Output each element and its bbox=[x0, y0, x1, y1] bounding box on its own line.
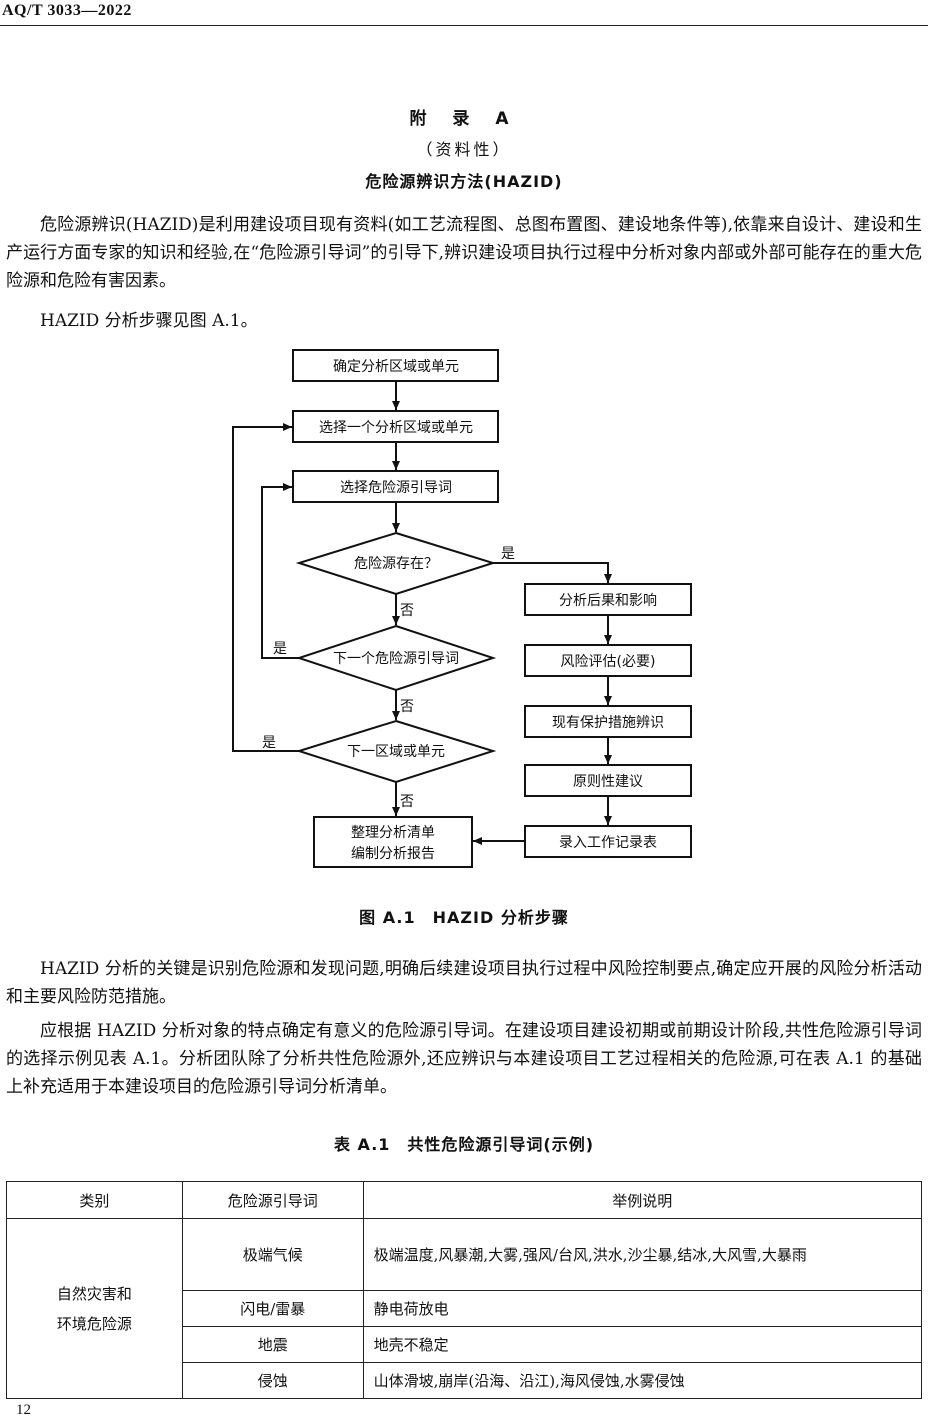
flow-no-next-area: 否 bbox=[400, 794, 414, 810]
flow-select-area-label: 选择一个分析区域或单元 bbox=[319, 420, 473, 436]
table-row: 侵蚀 山体滑坡,崩岸(沿海、沿江),海风侵蚀,水雾侵蚀 bbox=[7, 1362, 923, 1399]
figure-caption: 图 A.1 HAZID 分析步骤 bbox=[359, 908, 569, 927]
example-cell: 山体滑坡,崩岸(沿海、沿江),海风侵蚀,水雾侵蚀 bbox=[362, 1362, 923, 1399]
category-cell: 自然灾害和 环境危险源 bbox=[6, 1218, 183, 1399]
flow-no-next-word: 否 bbox=[400, 699, 414, 715]
paragraph-guide-words: 应根据 HAZID 分析对象的特点确定有意义的危险源引导词。在建设项目建设初期或… bbox=[6, 1021, 922, 1097]
flow-yes-next-area: 是 bbox=[262, 735, 276, 751]
flow-define-label: 确定分析区域或单元 bbox=[333, 359, 459, 375]
example-cell: 极端温度,风暴潮,大雾,强风/台风,洪水,沙尘暴,结冰,大风雪,大暴雨 bbox=[362, 1218, 923, 1291]
flow-no-exists: 否 bbox=[400, 603, 414, 619]
flow-advice-label: 原则性建议 bbox=[573, 774, 643, 790]
category-line1: 自然灾害和 bbox=[56, 1284, 132, 1303]
category-line2: 环境危险源 bbox=[56, 1314, 132, 1333]
flow-exists-label: 危险源存在？ bbox=[354, 556, 438, 572]
box-report bbox=[313, 816, 473, 868]
guide-word-cell: 侵蚀 bbox=[181, 1362, 364, 1399]
flow-next-word-label: 下一个危险源引导词 bbox=[333, 651, 459, 667]
table-row: 自然灾害和 环境危险源 极端气候 极端温度,风暴潮,大雾,强风/台风,洪水,沙尘… bbox=[6, 1218, 923, 1399]
appendix-name: 危险源辨识方法(HAZID) bbox=[365, 172, 563, 191]
guide-word-cell: 地震 bbox=[181, 1326, 364, 1363]
flow-record-label: 录入工作记录表 bbox=[559, 835, 657, 851]
guide-word-cell: 极端气候 bbox=[181, 1218, 364, 1291]
hazid-flowchart: 确定分析区域或单元 选择一个分析区域或单元 选择危险源引导词 危险源存在？ 下一… bbox=[232, 349, 692, 868]
header-rule bbox=[0, 25, 928, 26]
flow-report-line1: 整理分析清单 bbox=[351, 825, 435, 841]
paragraph-key-points: HAZID 分析的关键是识别危险源和发现问题,明确后续建设项目执行过程中风险控制… bbox=[6, 959, 922, 1007]
paragraph-steps-ref: HAZID 分析步骤见图 A.1。 bbox=[40, 311, 258, 331]
standard-code: AQ/T 3033—2022 bbox=[2, 2, 132, 19]
table-header-row: 类别 危险源引导词 举例说明 bbox=[6, 1181, 923, 1219]
example-cell: 静电荷放电 bbox=[362, 1290, 923, 1327]
page-number: 12 bbox=[16, 1402, 31, 1418]
flow-next-area-label: 下一区域或单元 bbox=[347, 744, 445, 760]
paragraph-intro: 危险源辨识(HAZID)是利用建设项目现有资料(如工艺流程图、总图布置图、建设地… bbox=[6, 215, 922, 291]
flow-yes-exists: 是 bbox=[501, 546, 515, 562]
flow-consequence-label: 分析后果和影响 bbox=[559, 593, 657, 609]
flow-risk-label: 风险评估(必要) bbox=[561, 654, 656, 670]
flow-report-line2: 编制分析报告 bbox=[351, 846, 435, 862]
col-header-category: 类别 bbox=[6, 1181, 183, 1219]
table-row: 闪电/雷暴 静电荷放电 bbox=[7, 1290, 923, 1327]
flow-select-word-label: 选择危险源引导词 bbox=[340, 480, 452, 496]
guide-word-table: 类别 危险源引导词 举例说明 自然灾害和 环境危险源 极端气候 极端温度,风暴潮… bbox=[6, 1181, 923, 1399]
example-cell: 地壳不稳定 bbox=[362, 1326, 923, 1363]
col-header-example: 举例说明 bbox=[362, 1181, 923, 1219]
flow-yes-next-word: 是 bbox=[273, 641, 287, 657]
table-caption: 表 A.1 共性危险源引导词(示例) bbox=[333, 1135, 595, 1154]
appendix-title: 附 录 A bbox=[409, 109, 519, 129]
appendix-nature: （资料性） bbox=[416, 140, 512, 159]
col-header-guide-word: 危险源引导词 bbox=[181, 1181, 364, 1219]
guide-word-cell: 闪电/雷暴 bbox=[181, 1290, 364, 1327]
flow-protection-label: 现有保护措施辨识 bbox=[552, 715, 664, 731]
